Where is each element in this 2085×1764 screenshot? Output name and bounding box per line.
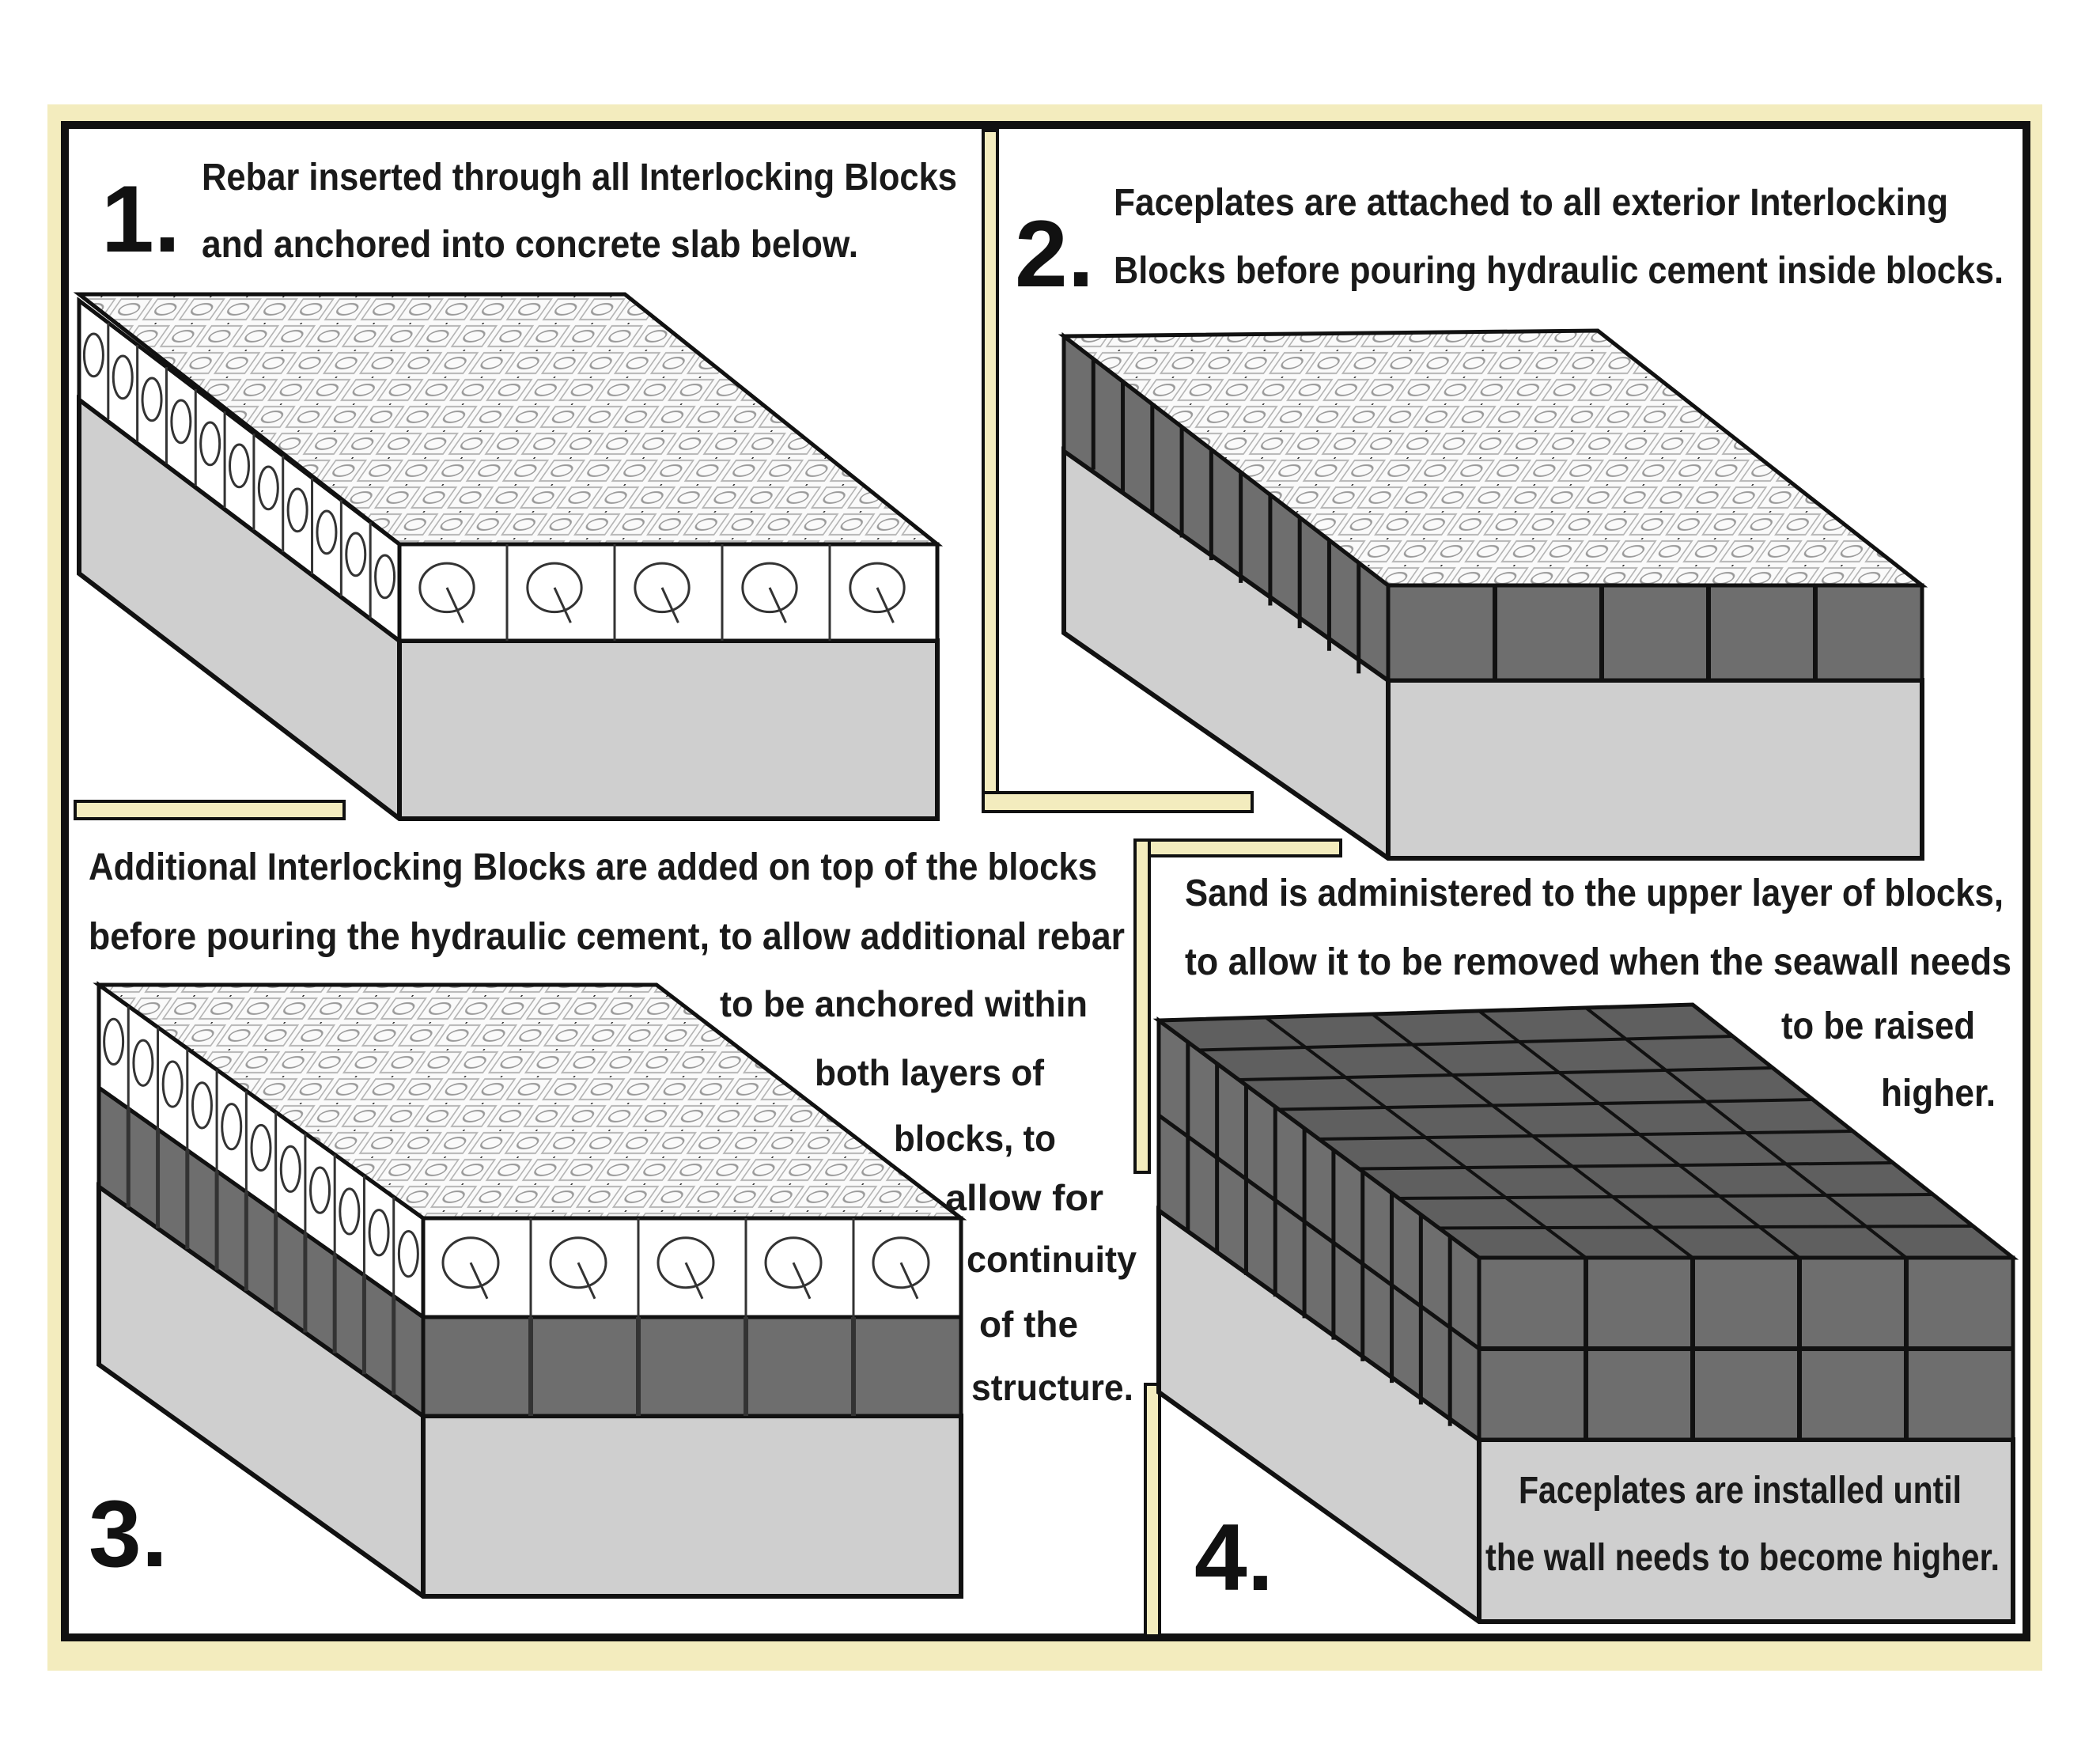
block-edge: [768, 587, 787, 623]
rebar-hole: [161, 1060, 184, 1108]
panel-1-caption-line-1: Rebar inserted through all Interlocking …: [202, 157, 957, 199]
rebar-hole: [250, 1123, 272, 1172]
panel-3-caption-line-1: Additional Interlocking Blocks are added…: [89, 846, 1097, 888]
rebar-hole: [549, 1236, 607, 1289]
block-edge: [1478, 1009, 1801, 1259]
panel-4-caption-line-1: Sand is administered to the upper layer …: [1185, 873, 2004, 914]
block-edge: [1371, 1013, 1694, 1259]
block-edge: [1157, 1113, 1481, 1351]
block-edge: [1359, 1161, 1894, 1171]
block-edge: [660, 587, 679, 623]
panel-4-slab-line-2: the wall needs to become higher.: [1485, 1537, 2000, 1579]
block-edge: [1198, 1035, 1733, 1052]
rebar-hole: [286, 487, 308, 533]
panel-3-caption-line-2: before pouring the hydraulic cement, to …: [89, 916, 1125, 958]
panel-3-side-line-3: blocks, to: [894, 1118, 1056, 1159]
rebar-hole: [374, 554, 396, 600]
rebar-hole: [82, 332, 104, 378]
rebar-hole: [229, 443, 250, 489]
rebar-hole: [441, 1236, 500, 1289]
panel-3-side-line-2: both layers of: [815, 1052, 1045, 1093]
rebar-hole: [418, 562, 475, 614]
block-edge: [792, 1262, 812, 1300]
rebar-hole: [141, 377, 163, 422]
rebar-hole: [279, 1145, 301, 1193]
rebar-hole: [309, 1166, 331, 1214]
rebar-hole: [526, 562, 583, 614]
panel-2-caption-line-2: Blocks before pouring hydraulic cement i…: [1114, 250, 2004, 292]
block-edge: [577, 1262, 596, 1300]
panel-3-illustration: [93, 981, 967, 1599]
panel-3-side-line-5: continuity: [967, 1239, 1137, 1280]
rebar-hole: [103, 1017, 125, 1066]
panel-3-side-line-1: to be anchored within: [720, 983, 1088, 1024]
rebar-hole: [345, 532, 367, 577]
panel-3-side-line-6: of the: [979, 1304, 1078, 1345]
rebar-hole: [764, 1236, 823, 1289]
block-edge: [1319, 1130, 1853, 1141]
panel-1-caption-line-2: and anchored into concrete slab below.: [202, 224, 858, 266]
panel-4-caption-line-4: higher.: [1881, 1073, 1996, 1115]
rebar-hole: [191, 1081, 213, 1130]
panel-dividers: [74, 129, 1342, 1637]
block-edge: [445, 587, 464, 623]
panel-2-caption-line-1: Faceplates are attached to all exterior …: [1114, 182, 1948, 224]
panel-4-number: 4.: [1194, 1505, 1273, 1611]
panel-3-side-line-4: allow for: [945, 1177, 1103, 1218]
block-edge: [1439, 1225, 1973, 1230]
rebar-hole: [199, 421, 221, 467]
rebar-hole: [339, 1187, 361, 1236]
block-edge: [469, 1262, 489, 1300]
rebar-hole: [132, 1039, 154, 1087]
rebar-hole: [221, 1103, 243, 1151]
rebar-hole: [112, 354, 134, 400]
panel-4-slab-line-1: Faceplates are installed until: [1519, 1470, 1962, 1512]
panel-4-caption-line-2: to allow it to be removed when the seawa…: [1185, 941, 2011, 983]
rebar-hole: [170, 399, 192, 445]
block-edge: [899, 1262, 919, 1300]
block-edge: [1584, 1006, 1908, 1259]
panel-1-number: 1.: [101, 166, 180, 272]
block-edge: [1239, 1066, 1773, 1081]
rebar-hole: [316, 509, 338, 555]
panel-2-illustration: [1058, 328, 1928, 861]
rebar-hole: [257, 465, 279, 511]
panel-1-illustration: [73, 292, 944, 821]
panel-4-illustration: [1152, 1002, 2019, 1624]
panel-3-number: 3.: [89, 1481, 168, 1587]
block-edge: [684, 1262, 704, 1300]
rebar-hole: [741, 562, 798, 614]
block-edge: [553, 587, 572, 623]
block-edge: [1278, 1098, 1813, 1111]
panel-2-number: 2.: [1015, 201, 1094, 307]
rebar-hole: [368, 1209, 390, 1257]
rebar-hole: [634, 562, 691, 614]
panel-3-side-line-7: structure.: [971, 1367, 1133, 1408]
block-edge: [1264, 1016, 1587, 1259]
rebar-hole: [849, 562, 906, 614]
panel-4-caption-line-3: to be raised: [1781, 1005, 1975, 1047]
block-edge: [876, 587, 895, 623]
rebar-hole: [397, 1229, 419, 1278]
rebar-hole: [872, 1236, 930, 1289]
block-edge: [1398, 1193, 1933, 1200]
rebar-hole: [657, 1236, 715, 1289]
